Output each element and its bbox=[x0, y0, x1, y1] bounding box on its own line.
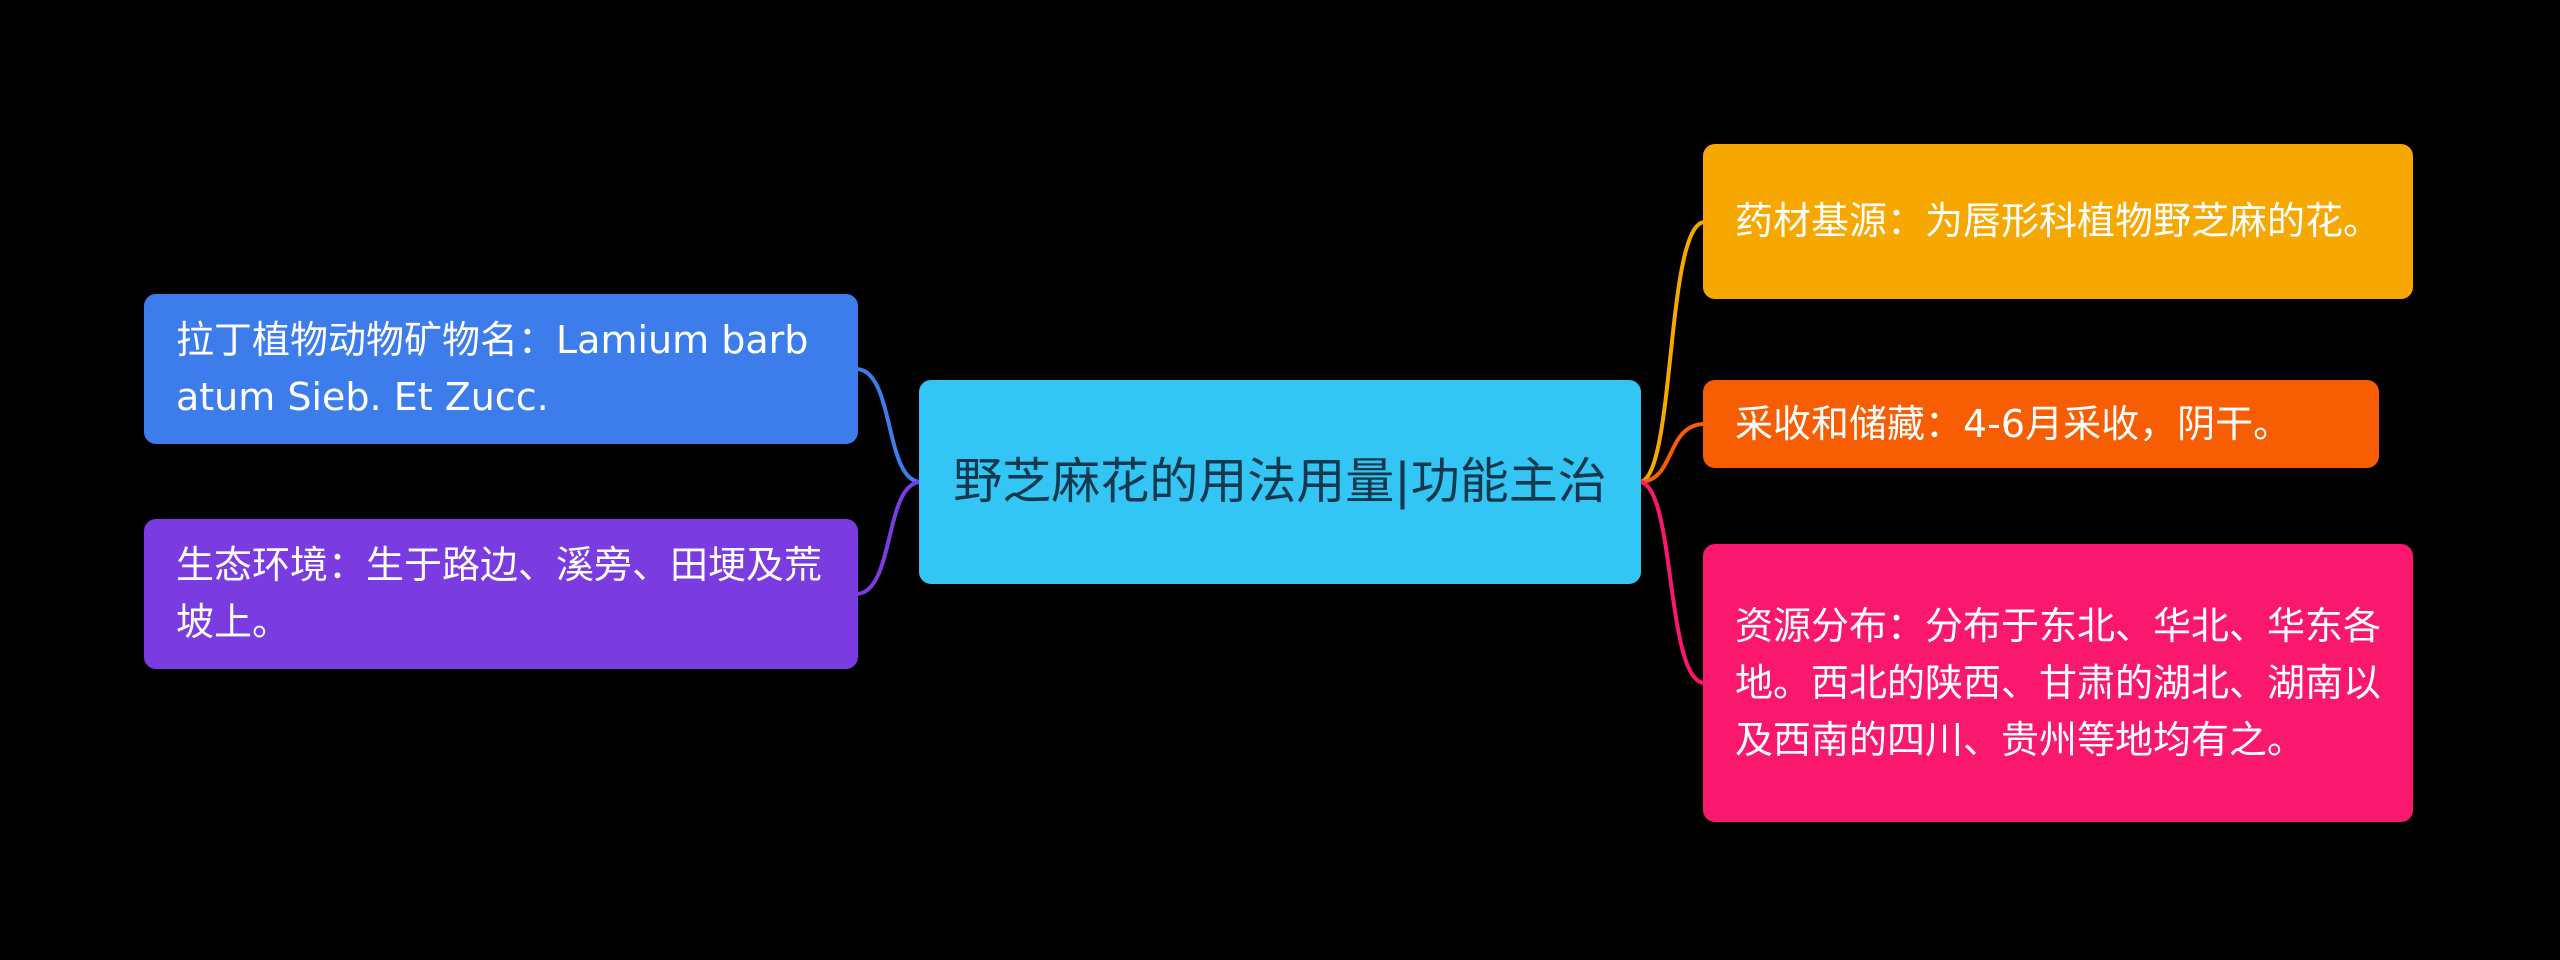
connector-source bbox=[1637, 220, 1707, 484]
node-ecology-label: 生态环境：生于路边、溪旁、田埂及荒坡上。 bbox=[176, 543, 823, 644]
node-harvest-storage[interactable]: 采收和储藏：4-6月采收，阴干。 bbox=[1703, 380, 2379, 468]
node-center-topic-label: 野芝麻花的用法用量|功能主治 bbox=[953, 452, 1607, 510]
node-resource-distribution-label: 资源分布：分布于东北、华北、华东各地。西北的陕西、甘肃的湖北、湖南以及西南的四川… bbox=[1735, 603, 2382, 762]
node-latin-name-label: 拉丁植物动物矿物名：Lamium barbatum Sieb. Et Zucc. bbox=[176, 318, 809, 419]
node-resource-distribution[interactable]: 资源分布：分布于东北、华北、华东各地。西北的陕西、甘肃的湖北、湖南以及西南的四川… bbox=[1703, 544, 2413, 822]
connector-latin bbox=[854, 367, 923, 484]
node-latin-name[interactable]: 拉丁植物动物矿物名：Lamium barbatum Sieb. Et Zucc. bbox=[144, 294, 858, 444]
node-center-topic[interactable]: 野芝麻花的用法用量|功能主治 bbox=[919, 380, 1641, 584]
node-harvest-storage-label: 采收和储藏：4-6月采收，阴干。 bbox=[1735, 401, 2292, 446]
connector-ecology bbox=[854, 480, 923, 596]
node-medicinal-source-label: 药材基源：为唇形科植物野芝麻的花。 bbox=[1735, 199, 2382, 243]
connector-harvest bbox=[1637, 422, 1707, 484]
node-medicinal-source[interactable]: 药材基源：为唇形科植物野芝麻的花。 bbox=[1703, 144, 2413, 299]
node-ecology[interactable]: 生态环境：生于路边、溪旁、田埂及荒坡上。 bbox=[144, 519, 858, 669]
connector-distribution bbox=[1637, 480, 1707, 685]
